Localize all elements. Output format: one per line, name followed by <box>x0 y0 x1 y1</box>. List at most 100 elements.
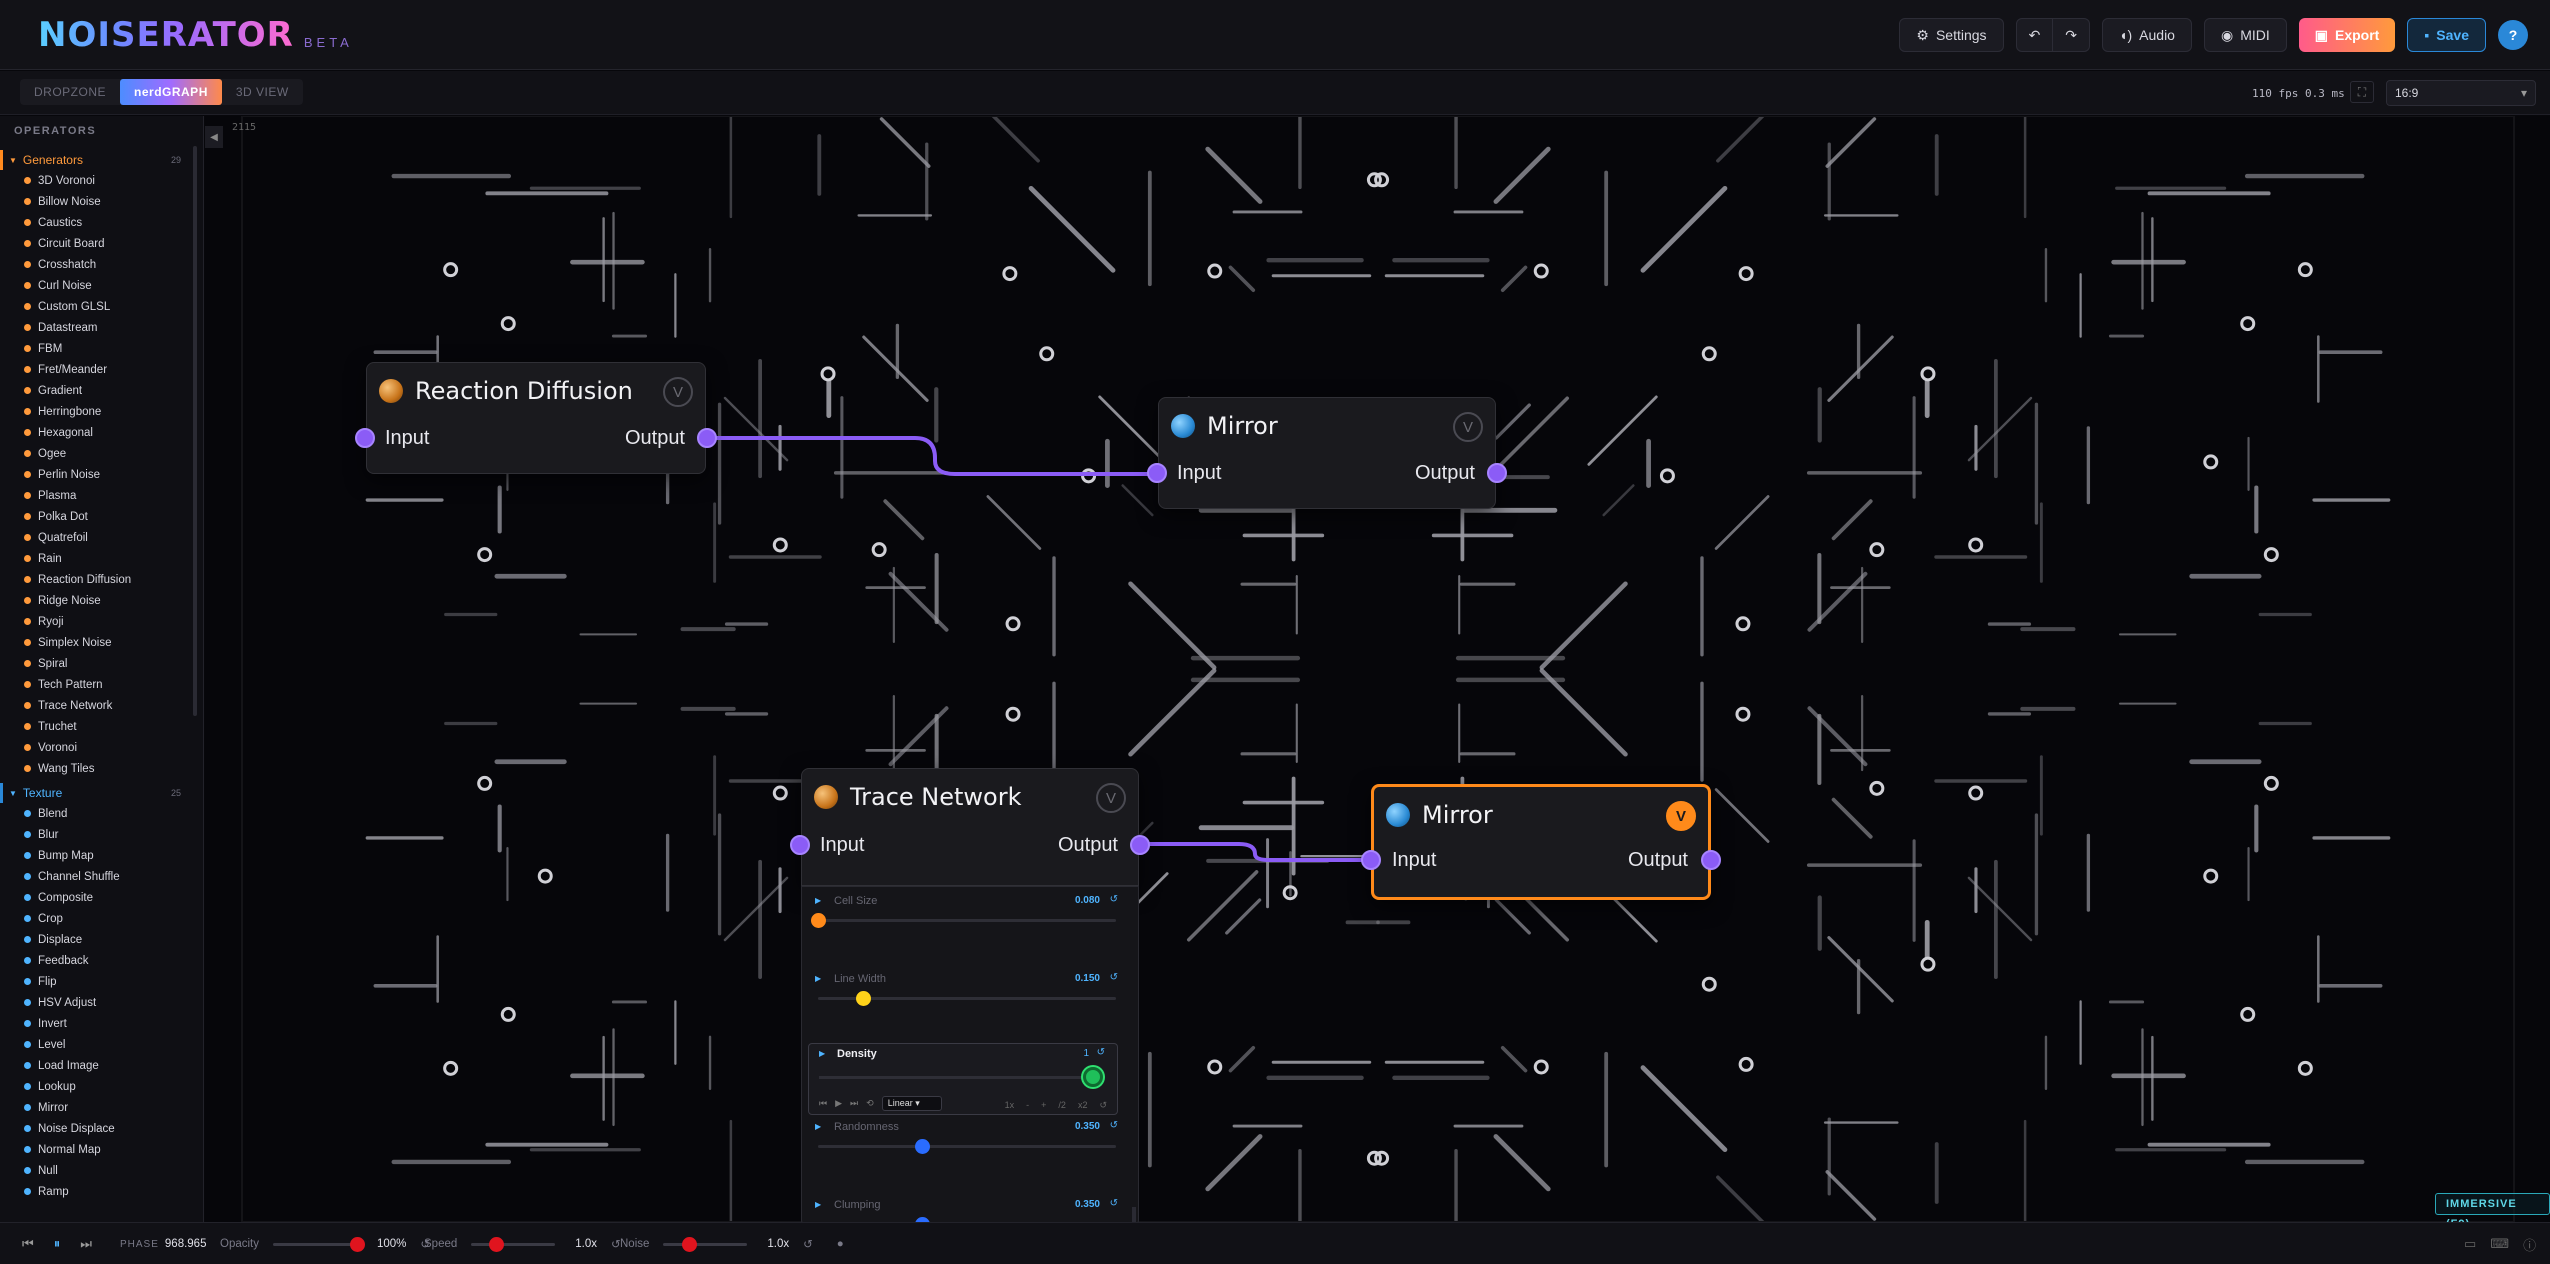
immersive-button[interactable]: IMMERSIVE (F9) <box>2435 1193 2550 1222</box>
operator-feedback[interactable]: Feedback <box>0 950 203 971</box>
layout-icon[interactable]: ▭ <box>2464 1236 2477 1251</box>
reset-icon[interactable]: ↺ <box>1109 894 1118 905</box>
play-icon[interactable]: ▶ <box>835 1098 843 1108</box>
output-port[interactable] <box>697 428 717 448</box>
slider-thumb[interactable] <box>855 991 871 1006</box>
collapse-sidebar-button[interactable]: ◀ <box>205 126 223 148</box>
param-value[interactable]: 0.350 <box>1074 1199 1100 1210</box>
operator-channel-shuffle[interactable]: Channel Shuffle <box>0 866 203 887</box>
redo-button[interactable]: ↷ <box>2053 18 2091 52</box>
input-port[interactable] <box>790 835 810 855</box>
operator-crop[interactable]: Crop <box>0 908 203 929</box>
input-port[interactable] <box>1361 850 1381 870</box>
operator-null[interactable]: Null <box>0 1160 203 1181</box>
reset-icon[interactable]: ↺ <box>1109 1198 1118 1209</box>
operator-voronoi[interactable]: Voronoi <box>0 737 203 758</box>
operator-blur[interactable]: Blur <box>0 824 203 845</box>
view-toggle-button[interactable]: V <box>663 377 693 407</box>
slider-thumb[interactable] <box>811 913 826 928</box>
undo-button[interactable]: ↶ <box>2015 18 2054 52</box>
operator-reaction-diffusion[interactable]: Reaction Diffusion <box>0 569 203 590</box>
save-button[interactable]: ▪Save <box>2407 18 2486 52</box>
operator-fret-meander[interactable]: Fret/Meander <box>0 359 203 380</box>
operator-composite[interactable]: Composite <box>0 887 203 908</box>
operator-billow-noise[interactable]: Billow Noise <box>0 191 203 212</box>
operator-caustics[interactable]: Caustics <box>0 212 203 233</box>
operator-datastream[interactable]: Datastream <box>0 317 203 338</box>
fullscreen-button[interactable]: ⛶ <box>2350 81 2374 103</box>
help-circle-icon[interactable]: ⓘ <box>2523 1237 2537 1253</box>
output-port[interactable] <box>1487 463 1507 483</box>
node-reaction-diffusion[interactable]: Reaction Diffusion V Input Output <box>355 362 717 474</box>
expand-arrow-icon[interactable]: ▶ <box>815 1122 822 1131</box>
operator-polka-dot[interactable]: Polka Dot <box>0 506 203 527</box>
node-graph-canvas[interactable]: ◀ 2115 Reaction Diffusion V Input Output… <box>205 116 2550 1222</box>
operator-perlin-noise[interactable]: Perlin Noise <box>0 464 203 485</box>
params-scrollbar[interactable] <box>1132 1207 1136 1222</box>
operator-ogee[interactable]: Ogee <box>0 443 203 464</box>
midi-button[interactable]: ◉MIDI <box>2203 18 2287 52</box>
operator-circuit-board[interactable]: Circuit Board <box>0 233 203 254</box>
operator-plasma[interactable]: Plasma <box>0 485 203 506</box>
tab-nerdgraph[interactable]: nerdGRAPH <box>120 79 222 105</box>
operator-noise-displace[interactable]: Noise Displace <box>0 1118 203 1139</box>
view-toggle-button[interactable]: V <box>1666 801 1696 831</box>
operator-level[interactable]: Level <box>0 1034 203 1055</box>
output-port[interactable] <box>1701 850 1721 870</box>
operator-invert[interactable]: Invert <box>0 1013 203 1034</box>
expand-arrow-icon[interactable]: ▶ <box>815 896 822 905</box>
param-slider[interactable] <box>811 913 1116 928</box>
audio-button[interactable]: ◖)Audio <box>2102 18 2192 52</box>
operator-crosshatch[interactable]: Crosshatch <box>0 254 203 275</box>
speed-slider[interactable] <box>471 1236 556 1252</box>
keyboard-icon[interactable]: ⌨ <box>2490 1236 2510 1251</box>
param-value[interactable]: 1 <box>1083 1048 1089 1059</box>
operator-spiral[interactable]: Spiral <box>0 653 203 674</box>
slider-thumb[interactable] <box>681 1236 697 1252</box>
category-texture[interactable]: ▼ Texture 25 <box>0 783 203 803</box>
slider-thumb[interactable] <box>350 1236 365 1252</box>
operator-flip[interactable]: Flip <box>0 971 203 992</box>
operator-simplex-noise[interactable]: Simplex Noise <box>0 632 203 653</box>
loop-icon[interactable]: ⟲ <box>866 1098 874 1108</box>
operator-hsv-adjust[interactable]: HSV Adjust <box>0 992 203 1013</box>
reset-icon[interactable]: ↺ <box>1096 1047 1105 1058</box>
expand-arrow-icon[interactable]: ▶ <box>815 1200 822 1209</box>
param-slider[interactable] <box>819 1067 1103 1087</box>
operator-ramp[interactable]: Ramp <box>0 1181 203 1202</box>
aspect-ratio-select[interactable]: 16:9▾ <box>2386 80 2536 106</box>
operator-tech-pattern[interactable]: Tech Pattern <box>0 674 203 695</box>
reset-icon[interactable]: ↺ <box>1109 972 1118 983</box>
operator-load-image[interactable]: Load Image <box>0 1055 203 1076</box>
opacity-slider[interactable] <box>273 1236 365 1252</box>
input-port[interactable] <box>355 428 375 448</box>
record-icon[interactable]: ● <box>836 1238 844 1250</box>
mult-plus-button[interactable]: + <box>1041 1100 1047 1110</box>
mult-double-button[interactable]: x2 <box>1077 1100 1088 1110</box>
slider-thumb[interactable] <box>489 1236 505 1252</box>
view-toggle-button[interactable]: V <box>1453 412 1483 442</box>
export-button[interactable]: ▣Export <box>2298 18 2396 52</box>
skip-forward-icon[interactable]: ⏭ <box>850 1098 859 1108</box>
expand-arrow-icon[interactable]: ▶ <box>815 974 822 983</box>
operator-hexagonal[interactable]: Hexagonal <box>0 422 203 443</box>
node-mirror-top[interactable]: Mirror V Input Output <box>1147 397 1507 509</box>
operator-rain[interactable]: Rain <box>0 548 203 569</box>
operator-custom-glsl[interactable]: Custom GLSL <box>0 296 203 317</box>
help-button[interactable]: ? <box>2498 20 2528 50</box>
skip-forward-icon[interactable]: ⏭ <box>80 1236 92 1251</box>
slider-thumb[interactable] <box>915 1139 931 1154</box>
node-trace-network[interactable]: Trace Network V Input Output <box>790 768 1150 886</box>
reset-icon[interactable]: ↺ <box>1109 1120 1118 1131</box>
expand-arrow-icon[interactable]: ▶ <box>819 1049 826 1058</box>
operator-bump-map[interactable]: Bump Map <box>0 845 203 866</box>
skip-back-icon[interactable]: ⏮ <box>819 1098 828 1108</box>
pause-icon[interactable]: ⏸ <box>53 1236 61 1251</box>
param-slider[interactable] <box>818 991 1116 1006</box>
sidebar-scrollbar[interactable] <box>193 146 197 716</box>
operator-wang-tiles[interactable]: Wang Tiles <box>0 758 203 779</box>
node-mirror-selected[interactable]: Mirror V Input Output <box>1361 784 1721 900</box>
operator-displace[interactable]: Displace <box>0 929 203 950</box>
operator-mirror[interactable]: Mirror <box>0 1097 203 1118</box>
category-generators[interactable]: ▼ Generators 29 <box>0 150 203 170</box>
